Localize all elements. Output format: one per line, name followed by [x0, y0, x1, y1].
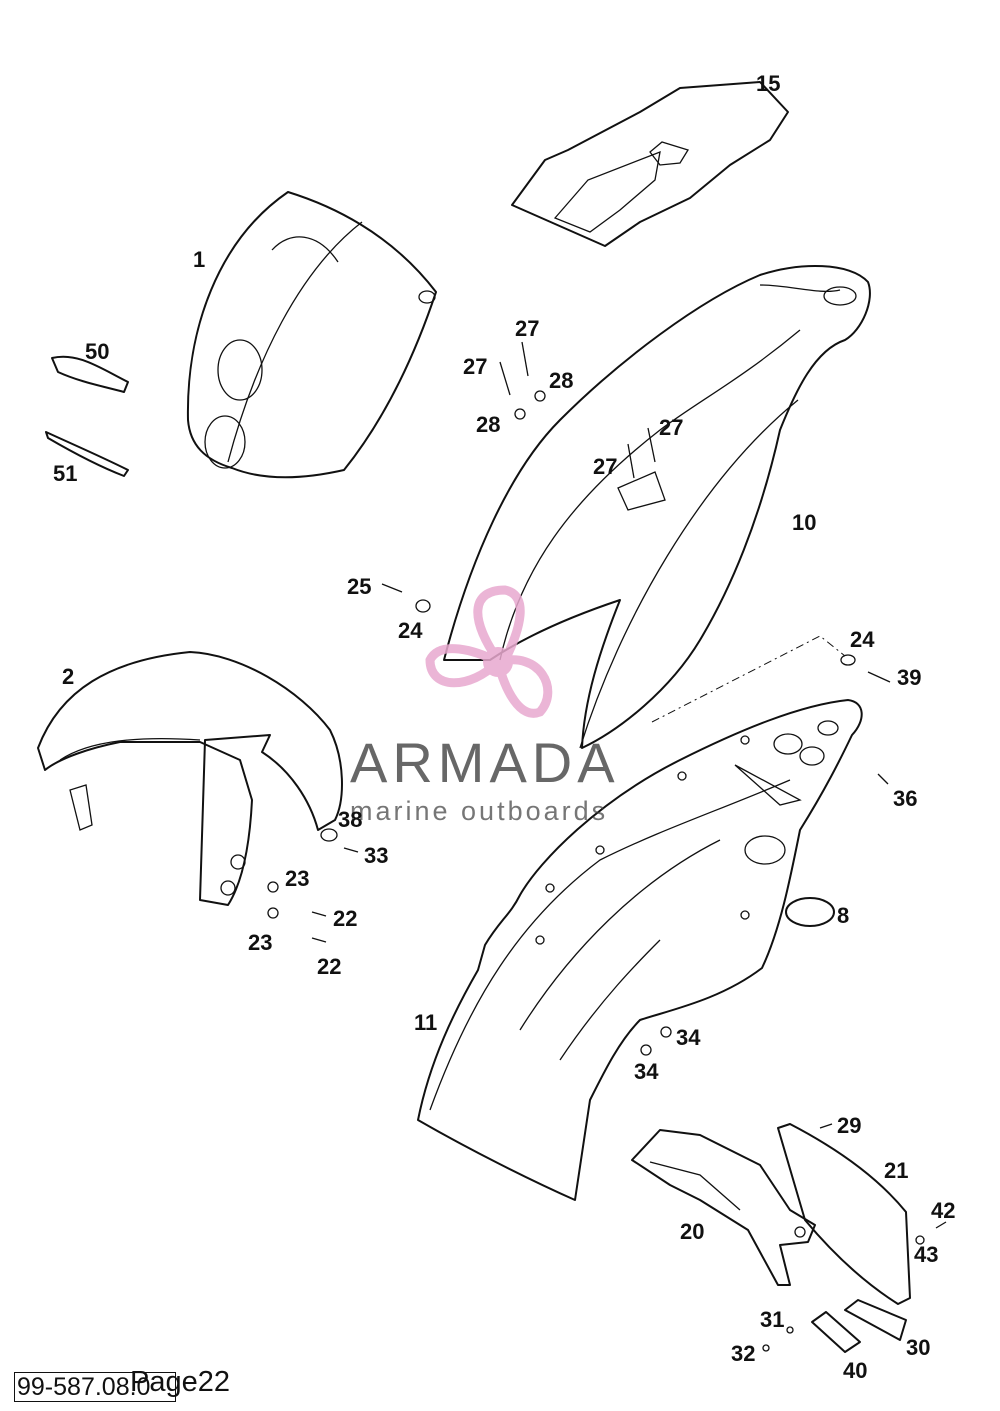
callout-15: 15	[756, 71, 781, 96]
callout-22-lower: 22	[317, 954, 342, 979]
part-15-seat-pad	[511, 81, 789, 247]
callout-11: 11	[414, 1010, 438, 1035]
part-8-plug	[785, 897, 835, 927]
callout-39: 39	[897, 665, 922, 690]
watermark-tagline: marine outboards	[350, 796, 609, 826]
callout-36: 36	[893, 786, 918, 811]
part-21-license-plate	[777, 1123, 911, 1305]
watermark-logo	[425, 585, 553, 718]
callout-33: 33	[364, 843, 389, 868]
callout-22-upper: 22	[333, 906, 358, 931]
callout-23-upper: 23	[285, 866, 310, 891]
callout-31: 31	[760, 1307, 785, 1332]
callout-1: 1	[193, 247, 206, 272]
fasteners	[267, 341, 947, 1352]
callout-23-lower: 23	[248, 930, 273, 955]
callout-25: 25	[347, 574, 372, 599]
callout-27-b: 27	[463, 354, 488, 379]
callout-24-right: 24	[850, 627, 875, 652]
callout-32: 32	[731, 1341, 756, 1366]
callout-10: 10	[792, 510, 817, 535]
callout-34-lower: 34	[634, 1059, 659, 1084]
callout-20: 20	[680, 1219, 705, 1244]
watermark-name: ARMADA	[350, 731, 620, 794]
part-11-rear-fender	[417, 699, 863, 1201]
callout-51: 51	[53, 461, 78, 486]
callout-27-d: 27	[593, 454, 618, 479]
callout-42: 42	[931, 1198, 956, 1223]
callout-29: 29	[837, 1113, 862, 1138]
part-50-decal	[51, 355, 129, 393]
assembly-line	[651, 635, 846, 723]
callout-30: 30	[906, 1335, 931, 1360]
callout-38: 38	[338, 807, 363, 832]
part-30-plate-light	[811, 1299, 907, 1353]
footer-page-label: Page22	[130, 1366, 230, 1398]
callout-21: 21	[884, 1158, 909, 1183]
part-51-decal	[45, 431, 129, 477]
callout-50: 50	[85, 339, 110, 364]
callout-28-b: 28	[476, 412, 501, 437]
part-1-headlight-mask	[186, 191, 437, 479]
callout-27-c: 27	[659, 415, 684, 440]
callout-27-a: 27	[515, 316, 540, 341]
callout-34-upper: 34	[676, 1025, 701, 1050]
callout-8: 8	[837, 903, 850, 928]
callout-2: 2	[62, 664, 75, 689]
callout-28-a: 28	[549, 368, 574, 393]
callout-40: 40	[843, 1358, 868, 1383]
part-10-side-panels	[443, 264, 871, 749]
part-20-plate-bracket	[631, 1129, 816, 1286]
callout-24-left: 24	[398, 618, 423, 643]
callout-43: 43	[914, 1242, 939, 1267]
footer-part-code: 99-587.08.0	[14, 1372, 176, 1402]
part-2-front-fender	[37, 651, 343, 906]
